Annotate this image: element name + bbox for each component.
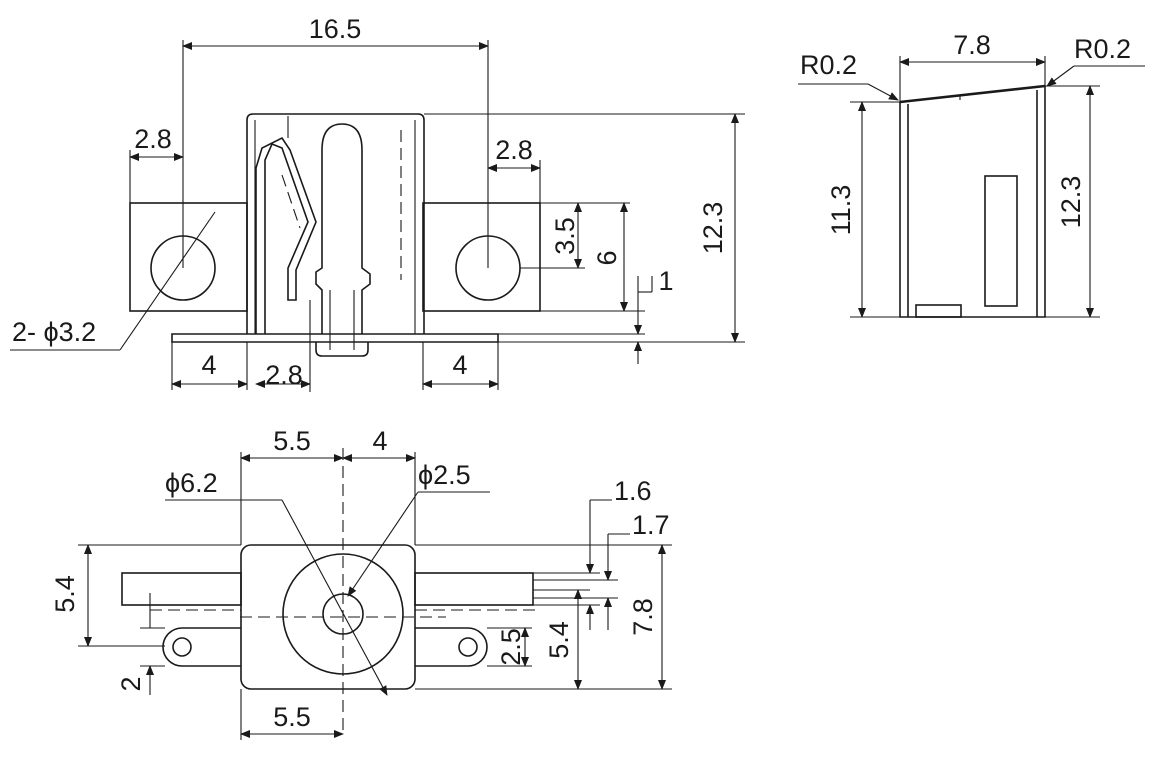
- center-pin: [315, 123, 371, 334]
- dim-overall-width: 16.5: [309, 14, 362, 44]
- dim-lug-offset: 2: [116, 676, 146, 691]
- dim-overall-depth: 7.8: [628, 598, 658, 636]
- side-view-dimensions: 7.8 R0.2 R0.2 11.3 12.3: [798, 30, 1145, 318]
- dim-center-to-hole: 4: [372, 426, 387, 456]
- front-view-dimensions: 16.5 2.8 2.8 2- ϕ3.2 4 2.8 4 3.5: [10, 14, 745, 392]
- dim-pin-width: 2.8: [265, 360, 303, 390]
- spring-contact: [255, 136, 317, 334]
- housing-body: [246, 113, 425, 334]
- dim-side-left-height: 11.3: [826, 185, 856, 236]
- dim-left-flange: 4: [201, 350, 216, 380]
- left-mounting-tab: [129, 202, 248, 312]
- side-foot: [915, 304, 962, 318]
- base-plate: [171, 333, 499, 343]
- side-body: [899, 86, 1046, 318]
- dim-lug-height: 2.5: [496, 628, 526, 666]
- dim-right-flange: 4: [452, 350, 467, 380]
- dim-hole-height: 3.5: [550, 217, 580, 255]
- dim-bottom-width: 5.5: [273, 702, 311, 732]
- dim-overall-height: 12.3: [698, 202, 728, 255]
- top-left-lug: [162, 627, 241, 667]
- top-left-tab: [121, 572, 242, 606]
- top-left-lug-hole: [172, 637, 192, 657]
- dim-radius-left: R0.2: [800, 50, 857, 80]
- dim-1-7: 1.7: [632, 510, 670, 540]
- dim-side-right-height: 12.3: [1056, 176, 1086, 229]
- front-view: [129, 113, 541, 357]
- dim-side-width: 7.8: [953, 30, 991, 60]
- dim-right-tab-offset: 2.8: [495, 135, 533, 165]
- dim-hole-spec: 2- ϕ3.2: [12, 317, 96, 347]
- side-window: [984, 175, 1018, 307]
- dim-tab-height: 6: [592, 250, 622, 265]
- top-right-lug: [415, 627, 488, 667]
- top-view: [121, 448, 585, 730]
- dim-inner-diameter: ϕ2.5: [418, 460, 471, 490]
- dim-radius-right: R0.2: [1074, 34, 1131, 64]
- top-view-dimensions: 5.5 4 ϕ6.2 ϕ2.5 1.6 1.7 5.4 2: [50, 426, 672, 740]
- right-mounting-tab: [422, 202, 541, 312]
- side-view: [899, 84, 1046, 318]
- side-top-edge: [899, 84, 1046, 104]
- dim-right-height: 5.4: [544, 621, 574, 659]
- top-right-tab: [414, 572, 534, 606]
- top-right-lug-hole: [458, 637, 478, 657]
- dim-1-6: 1.6: [614, 476, 652, 506]
- dim-outer-diameter: ϕ6.2: [165, 468, 218, 498]
- dim-base-thickness: 1: [658, 266, 673, 296]
- dim-left-tab-offset: 2.8: [134, 124, 172, 154]
- dim-left-height: 5.4: [50, 575, 80, 613]
- dim-left-to-center: 5.5: [273, 426, 311, 456]
